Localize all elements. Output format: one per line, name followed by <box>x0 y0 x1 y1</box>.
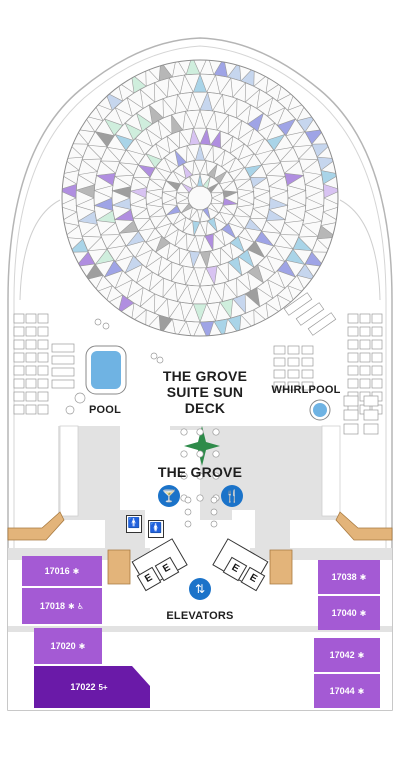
left-stairs <box>7 511 65 541</box>
restroom-men-icon: 🚹 <box>126 515 142 533</box>
suite-17038-block <box>318 560 380 594</box>
suite-17018[interactable]: 17018✱ ♿ <box>39 601 85 611</box>
suite-17020-block <box>34 628 102 664</box>
suite-star-icon: ✱ <box>359 572 367 582</box>
suite-17042-block <box>314 638 380 672</box>
suite-17042[interactable]: 17042✱ <box>329 650 365 660</box>
restroom-women-icon: 🚺 <box>148 520 164 538</box>
suite-17022-block <box>34 666 150 708</box>
grove-star-icon <box>184 426 220 466</box>
elevators-label: ELEVATORS <box>166 610 234 622</box>
left-lobby-deck <box>107 549 131 585</box>
suite-star-icon: ✱ <box>357 686 365 696</box>
the-grove-label: THE GROVE <box>157 464 243 480</box>
right-lobby-deck <box>269 549 293 585</box>
suite-17044-block <box>314 674 380 708</box>
suite-17044[interactable]: 17044✱ <box>329 686 365 696</box>
accessible-icon: ✱ ♿ <box>67 601 85 611</box>
whirlpool-label: WHIRLPOOL <box>271 384 341 396</box>
elevator-icon[interactable]: ⇅ <box>189 578 211 600</box>
central-deck-floor <box>58 426 145 548</box>
suite-17040-block <box>318 596 380 630</box>
suite-17020[interactable]: 17020✱ <box>50 641 86 651</box>
suite-star-icon: ✱ <box>72 566 80 576</box>
suite-17038[interactable]: 17038✱ <box>331 572 367 582</box>
suite-star-icon: ✱ <box>357 650 365 660</box>
suite-17016[interactable]: 17016✱ <box>44 566 80 576</box>
suite-17018-block <box>22 588 102 624</box>
pool-label: POOL <box>89 404 121 416</box>
suite-sun-deck-label: THE GROVE SUITE SUN DECK <box>162 368 248 416</box>
bar-icon[interactable]: 🍸 <box>158 485 180 507</box>
suite-17040[interactable]: 17040✱ <box>331 608 367 618</box>
glass-dome <box>62 60 338 336</box>
suite-star-icon: ✱ <box>359 608 367 618</box>
right-stairs <box>335 511 393 541</box>
suite-star-icon: ✱ <box>78 641 86 651</box>
occupancy-5plus-icon: 5+ <box>98 682 108 692</box>
dining-icon[interactable]: 🍴 <box>221 485 243 507</box>
suite-17016-block <box>22 556 102 586</box>
